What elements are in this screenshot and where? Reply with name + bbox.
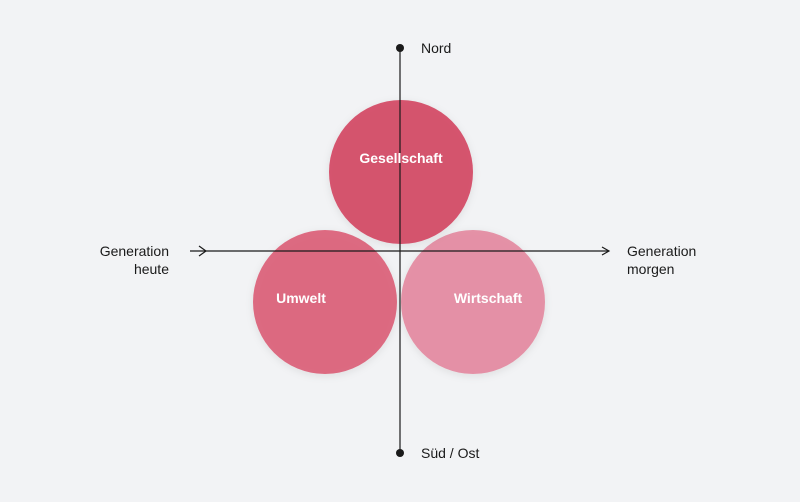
axis-dot-top [396, 44, 404, 52]
axis-label-right: Generation morgen [627, 242, 696, 278]
axis-label-left: Generation heute [100, 242, 169, 278]
circle-label-gesellschaft: Gesellschaft [359, 150, 443, 166]
circle-label-wirtschaft: Wirtschaft [453, 290, 523, 306]
axis-label-right-line2: morgen [627, 261, 675, 277]
left-arrow-icon [198, 245, 208, 257]
axis-label-bottom: Süd / Ost [421, 445, 480, 461]
axis-label-right-line1: Generation [627, 243, 697, 259]
axis-label-top: Nord [421, 40, 452, 56]
axis-label-left-line1: Generation [99, 243, 169, 259]
circle-umwelt [253, 230, 397, 374]
circle-gesellschaft [329, 100, 473, 244]
axis-dot-bottom [396, 449, 404, 457]
circle-label-umwelt: Umwelt [276, 290, 326, 306]
circle-wirtschaft [401, 230, 545, 374]
axis-label-left-line2: heute [133, 261, 169, 277]
venn-circles [253, 100, 545, 374]
